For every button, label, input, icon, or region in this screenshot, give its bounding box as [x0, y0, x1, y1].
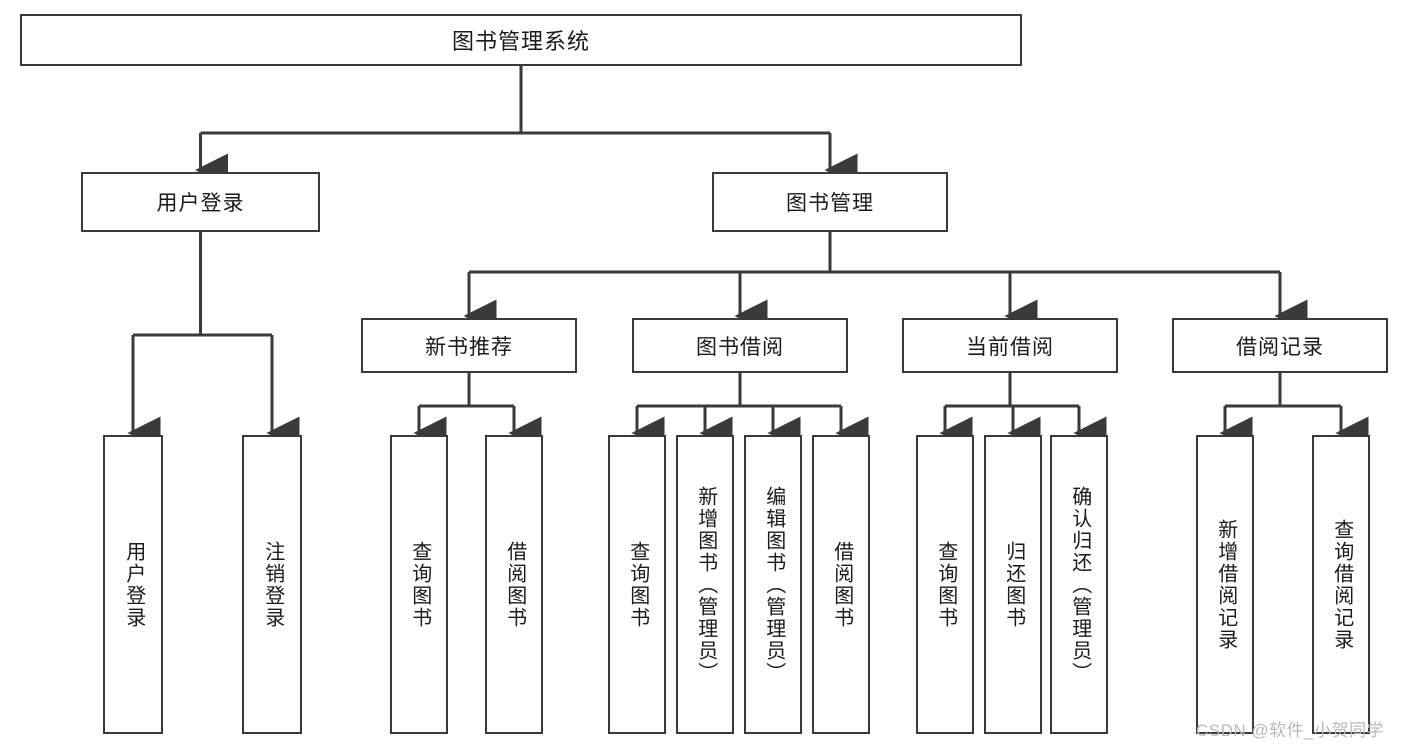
- node-leaf-add-borrow-record[interactable]: 新增借阅记录: [1196, 435, 1254, 734]
- node-leaf-borrow-book[interactable]: 借阅图书: [812, 435, 870, 734]
- node-new-book-rec[interactable]: 新书推荐: [361, 318, 577, 373]
- node-borrow-record[interactable]: 借阅记录: [1172, 318, 1388, 373]
- node-current-borrow[interactable]: 当前借阅: [902, 318, 1118, 373]
- node-leaf-add-book-admin[interactable]: 新增图书（管理员）: [676, 435, 734, 734]
- node-leaf-return-book[interactable]: 归还图书: [984, 435, 1042, 734]
- node-leaf-confirm-return-admin[interactable]: 确认归还（管理员）: [1050, 435, 1108, 734]
- node-root[interactable]: 图书管理系统: [20, 14, 1022, 66]
- node-leaf-query-book-current[interactable]: 查询图书: [916, 435, 974, 734]
- node-book-borrow[interactable]: 图书借阅: [632, 318, 848, 373]
- node-leaf-query-book-borrow[interactable]: 查询图书: [608, 435, 666, 734]
- node-user-login[interactable]: 用户登录: [81, 172, 320, 232]
- node-book-manage[interactable]: 图书管理: [712, 172, 948, 232]
- node-leaf-query-borrow-record[interactable]: 查询借阅记录: [1312, 435, 1370, 734]
- node-leaf-edit-book-admin[interactable]: 编辑图书（管理员）: [744, 435, 802, 734]
- node-leaf-borrow-book-rec[interactable]: 借阅图书: [485, 435, 543, 734]
- node-leaf-user-logout[interactable]: 注销登录: [242, 435, 302, 734]
- node-leaf-query-book-rec[interactable]: 查询图书: [390, 435, 448, 734]
- node-leaf-user-login[interactable]: 用户登录: [103, 435, 163, 734]
- csdn-watermark: CSDN @软件_小贺同学: [1196, 721, 1385, 740]
